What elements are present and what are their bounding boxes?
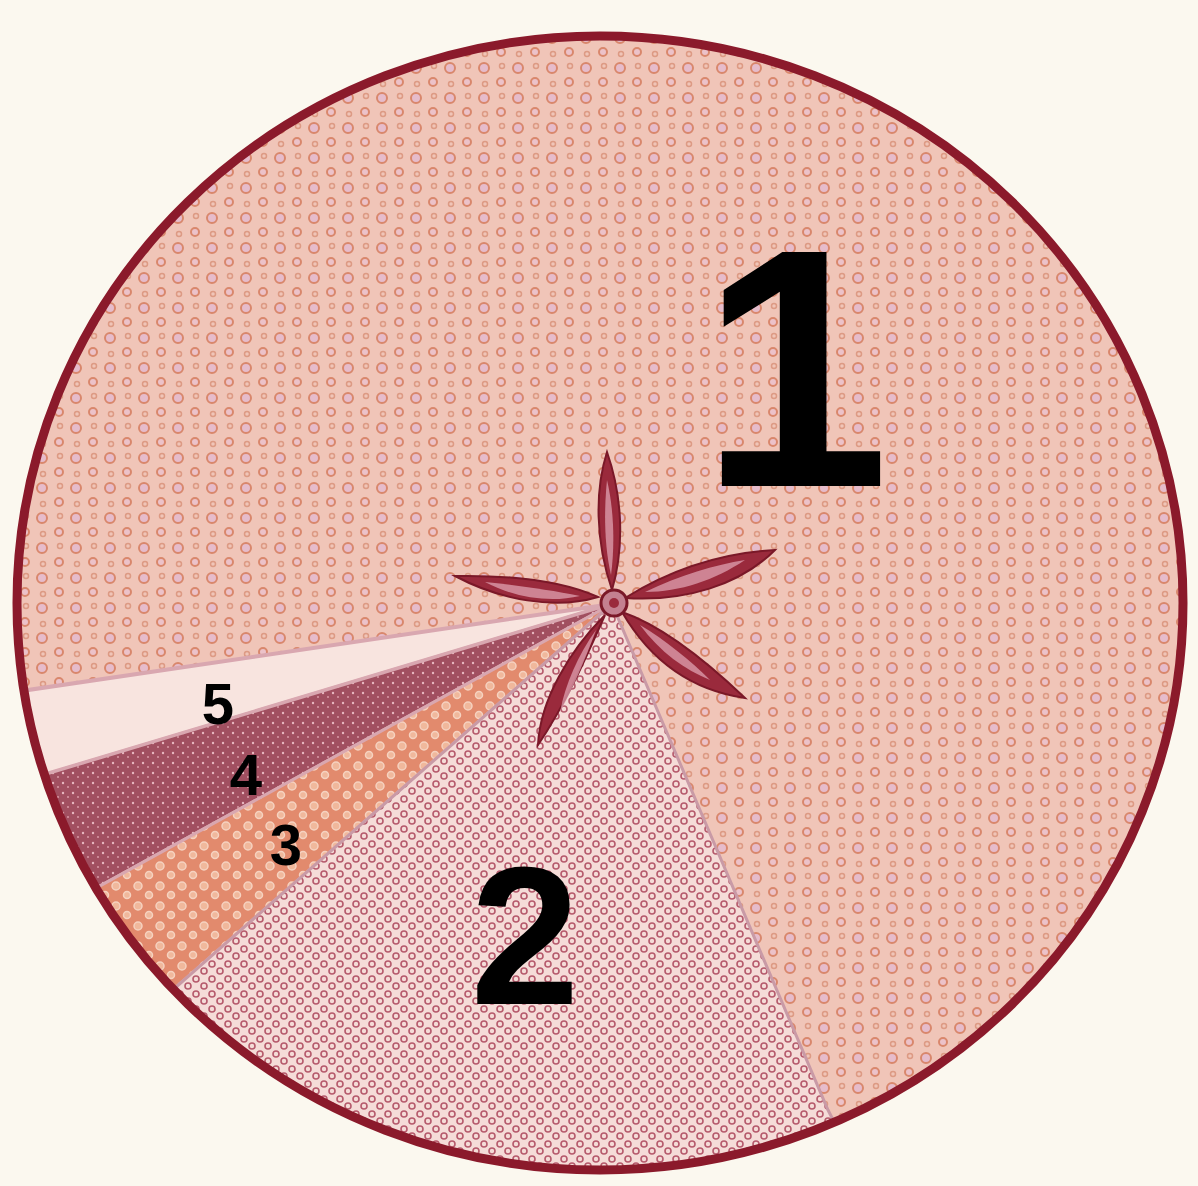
callout-number: 4 xyxy=(230,746,262,804)
callout-number: 3 xyxy=(270,816,302,874)
callout-number: 5 xyxy=(202,675,234,733)
callout-number: 1 xyxy=(700,198,889,538)
callout-number: 2 xyxy=(470,839,579,1035)
